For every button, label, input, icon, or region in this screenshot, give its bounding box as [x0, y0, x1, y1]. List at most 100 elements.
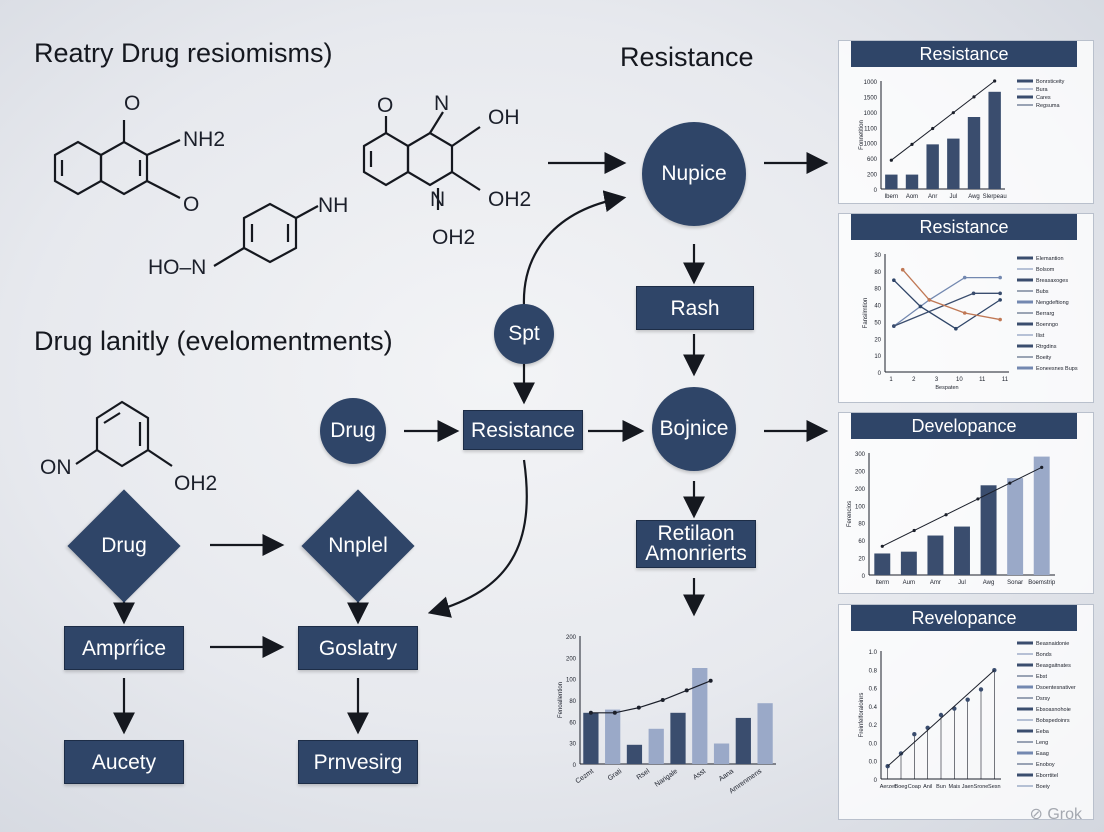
p4-ytick: 0.0	[869, 741, 878, 747]
p1-ylabel: Fonnetition	[859, 120, 865, 150]
bottom-trend-point	[612, 710, 617, 715]
p1-xtick: Aom	[906, 194, 918, 200]
p3-ytick: 60	[858, 539, 865, 545]
watermark: ⊘ Grok	[1029, 806, 1082, 823]
panel-4-title: Revelopance	[851, 605, 1077, 631]
node-goslatry: Goslatry	[298, 626, 418, 670]
molecule-3-label-n2: N	[430, 188, 446, 211]
p4-point	[912, 732, 917, 737]
molecule-4-label-oh2: OH2	[174, 472, 218, 495]
molecule-3-label-oh: OH	[488, 106, 520, 129]
p3-ylabel: Ferencios	[847, 501, 853, 527]
p4-legend-item: Ebsoasnohoie	[1036, 707, 1071, 713]
p3-bar	[1007, 478, 1024, 575]
p4-xtick: Boeg	[895, 784, 908, 790]
molecule-1-label-o2: O	[183, 193, 200, 216]
node-drug-diamond-label: Drug	[101, 534, 147, 557]
p2-point	[892, 278, 896, 283]
p1-legend-item: Bonrsticeity	[1036, 79, 1065, 85]
p4-point	[898, 751, 904, 756]
p3-trend-point	[1008, 481, 1012, 485]
bottom-ytick: 100	[566, 678, 577, 684]
p1-ytick: 200	[867, 173, 878, 179]
p4-trend-line	[887, 669, 995, 767]
p1-legend-item: Regsuma	[1036, 103, 1060, 109]
p2-legend-item: Rtrgdins	[1036, 344, 1057, 350]
bottom-xtick: Grati	[607, 768, 624, 783]
p4-legend-item: Eborrtitel	[1036, 773, 1058, 779]
node-retilaon: Retilaon Amonrierts	[636, 520, 756, 568]
molecule-3-ring-b	[406, 131, 454, 187]
molecule-3-label-oh2b: OH2	[432, 226, 476, 249]
p1-xtick: Anr	[928, 194, 937, 200]
p3-ytick: 200	[855, 469, 866, 475]
bottom-bar	[757, 703, 773, 764]
p4-ytick: 0.0	[869, 760, 878, 766]
p1-ytick: 1000	[864, 142, 878, 148]
p2-ytick: 40	[874, 304, 881, 310]
bottom-bar	[648, 728, 664, 764]
p2-legend-item: Elemantion	[1036, 256, 1064, 262]
p2-ylabel: Fansilmtion	[863, 298, 869, 329]
panel-4-chart: 1.00.80.60.40.20.00.00Freinfelforaloinrs…	[859, 641, 1076, 790]
molecule-1-label-nh2: NH2	[183, 128, 226, 151]
p2-series-line	[893, 279, 1001, 330]
bottom-xtick: Narigale	[654, 768, 679, 789]
node-aucety: Aucety	[64, 740, 184, 784]
p3-ytick: 0	[862, 574, 866, 580]
bottom-xtick: Asst	[692, 768, 707, 782]
molecule-2-label-hon: HO–N	[148, 256, 207, 279]
p2-ytick: 20	[874, 337, 881, 343]
p2-xlabel: Bespaten	[935, 385, 958, 391]
p4-ytick: 0.2	[869, 723, 878, 729]
bottom-bar	[626, 744, 643, 764]
bottom-bar	[713, 743, 730, 764]
p4-legend-item: Bobspedoinrs	[1036, 718, 1070, 724]
node-retilaon-line2: Amonrierts	[645, 542, 747, 565]
p2-legend-item: Berrarg	[1036, 311, 1054, 317]
p4-xtick: Coap	[908, 784, 921, 790]
p3-xtick: Sonar	[1007, 580, 1023, 586]
p2-series-line	[902, 269, 1001, 321]
p3-xtick: Awg	[983, 580, 995, 586]
bottom-ytick: 200	[566, 656, 577, 662]
p3-bar	[927, 535, 944, 575]
p2-legend-item: Eoneesnes Bups	[1036, 366, 1078, 372]
p1-bar	[947, 138, 960, 189]
p1-trend-point	[951, 111, 955, 115]
p3-xtick: Amr	[930, 580, 941, 586]
bottom-xtick: Cezmt	[575, 768, 596, 785]
p3-bar	[954, 526, 970, 575]
arrow-curve-resistance-to-goslatry	[427, 459, 528, 618]
p2-point	[998, 298, 1002, 302]
p1-legend-item: Bura	[1036, 87, 1049, 93]
p4-xtick: Jaen	[962, 784, 974, 790]
p4-point	[938, 712, 944, 718]
p4-legend-item: Dsrsy	[1036, 696, 1050, 702]
p2-legend-item: Bolsom	[1036, 267, 1055, 273]
bottom-bar	[583, 712, 599, 764]
bottom-trend-point	[708, 678, 713, 683]
bottom-ytick: 200	[566, 635, 577, 641]
p4-legend-item: Ebst	[1036, 674, 1047, 680]
p2-point	[900, 267, 905, 272]
node-nnplel-label: Nnplel	[328, 534, 388, 557]
p2-legend-item: Boenngo	[1036, 322, 1058, 328]
p3-bar	[980, 485, 997, 575]
bottom-ytick: 60	[569, 720, 576, 726]
p3-xtick: Jul	[958, 580, 966, 586]
p1-bar	[967, 117, 981, 189]
p3-ytick: 20	[858, 557, 865, 563]
p3-ytick: 100	[855, 504, 866, 510]
bottom-trend-point	[588, 710, 593, 715]
p1-trend-point	[910, 142, 914, 146]
molecule-3-label-oh2a: OH2	[488, 188, 532, 211]
node-prnvesirg: Prnvesirg	[298, 740, 418, 784]
p1-xtick: Jul	[949, 194, 957, 200]
bottom-xtick: Aana	[718, 768, 735, 783]
p4-legend-item: Leng	[1036, 740, 1048, 746]
p1-xtick: Slerpeau	[983, 194, 1007, 200]
